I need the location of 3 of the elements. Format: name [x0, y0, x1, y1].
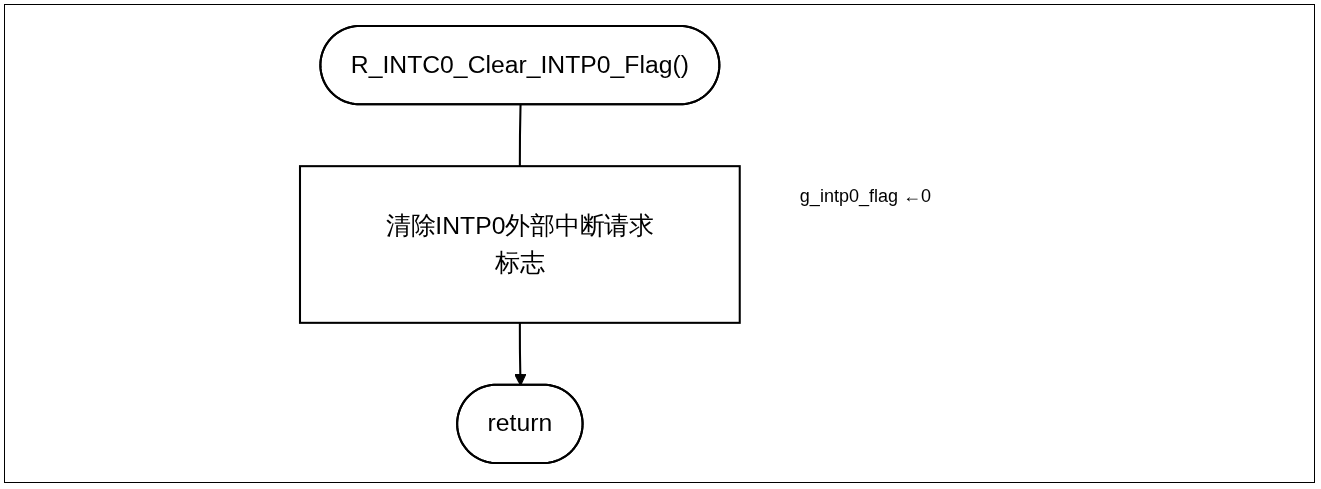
connector	[518, 105, 522, 167]
annotation-text: g_intp0_flag ←0	[799, 186, 931, 208]
node-box: 清除INTP0外部中断请求标志	[299, 165, 741, 324]
